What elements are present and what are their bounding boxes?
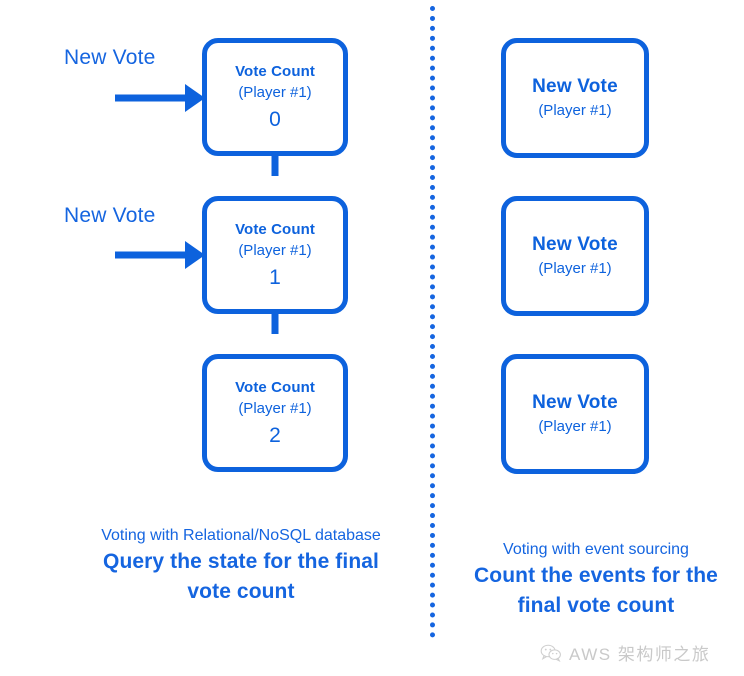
state-box-subtitle: (Player #1): [238, 83, 312, 101]
event-box-1[interactable]: New Vote (Player #1): [501, 38, 649, 158]
new-vote-label-1: New Vote: [64, 46, 156, 69]
wechat-icon: [540, 644, 562, 662]
event-box-subtitle: (Player #1): [538, 102, 612, 119]
state-box-count: 0: [269, 107, 281, 131]
dashed-line: [271, 156, 279, 176]
inbound-arrow-2: [115, 241, 205, 269]
state-box-subtitle: (Player #1): [238, 399, 312, 417]
dashed-line: [271, 314, 279, 334]
arrow-shaft: [115, 251, 187, 259]
event-box-subtitle: (Player #1): [538, 260, 612, 277]
right-caption: Voting with event sourcing Count the eve…: [460, 538, 732, 621]
left-caption: Voting with Relational/NoSQL database Qu…: [96, 524, 386, 607]
arrow-head-icon: [185, 84, 205, 112]
state-box-title: Vote Count: [235, 220, 315, 238]
state-box-title: Vote Count: [235, 62, 315, 80]
state-box-count: 2: [269, 423, 281, 447]
arrow-shaft: [115, 94, 187, 102]
event-box-2[interactable]: New Vote (Player #1): [501, 196, 649, 316]
state-box-count: 1: [269, 265, 281, 289]
vertical-dotted-divider: [430, 6, 435, 638]
state-box-1[interactable]: Vote Count (Player #1) 0: [202, 38, 348, 156]
state-box-subtitle: (Player #1): [238, 241, 312, 259]
state-box-2[interactable]: Vote Count (Player #1) 1: [202, 196, 348, 314]
inbound-arrow-1: [115, 84, 205, 112]
watermark: AWS 架构师之旅: [540, 640, 710, 665]
state-box-title: Vote Count: [235, 378, 315, 396]
state-transition-connector-2: [258, 314, 292, 384]
new-vote-label-2: New Vote: [64, 204, 156, 227]
right-caption-subtitle: Voting with event sourcing: [503, 541, 689, 558]
right-caption-title: Count the events for the final vote coun…: [474, 564, 718, 617]
state-box-3[interactable]: Vote Count (Player #1) 2: [202, 354, 348, 472]
state-transition-connector-1: [258, 156, 292, 226]
left-caption-title: Query the state for the final vote count: [103, 550, 379, 603]
event-box-subtitle: (Player #1): [538, 418, 612, 435]
event-box-3[interactable]: New Vote (Player #1): [501, 354, 649, 474]
event-box-title: New Vote: [532, 392, 618, 413]
left-caption-subtitle: Voting with Relational/NoSQL database: [101, 527, 381, 544]
event-box-title: New Vote: [532, 234, 618, 255]
event-box-title: New Vote: [532, 76, 618, 97]
watermark-text: AWS 架构师之旅: [569, 645, 711, 664]
arrow-head-icon: [185, 241, 205, 269]
